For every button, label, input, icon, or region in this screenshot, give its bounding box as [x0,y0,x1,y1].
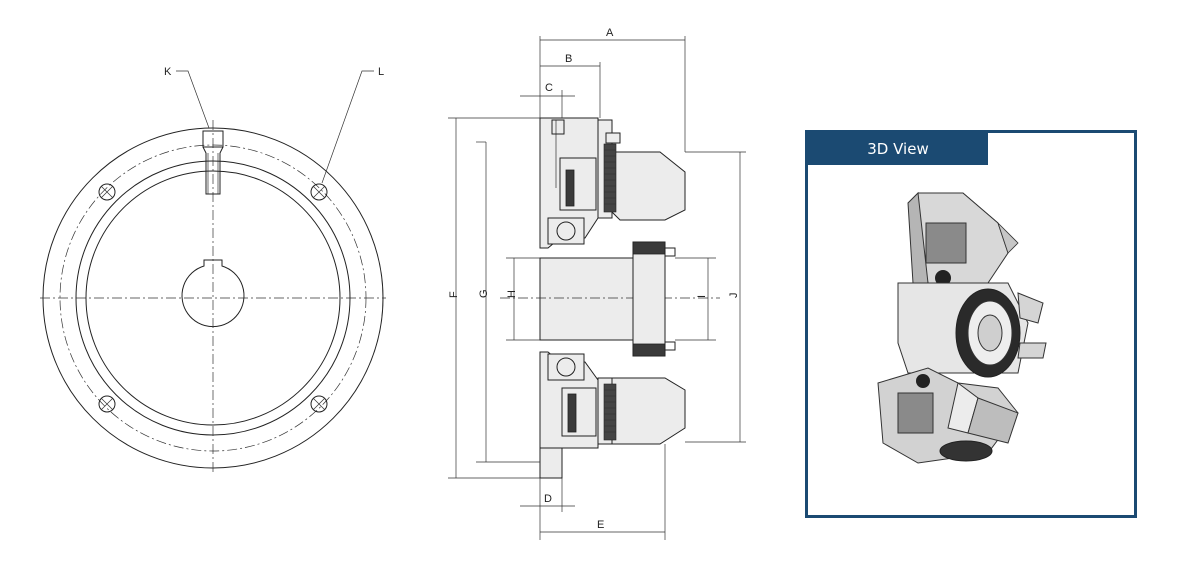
front-view: K L [40,66,386,474]
3d-view-title: 3D View [808,133,988,165]
dim-b: B [565,53,572,65]
dim-i: I [696,295,708,298]
dim-h: H [506,290,518,298]
bolt-hole [310,183,328,201]
bolt-hole [310,395,328,413]
3d-render-image [877,191,1047,464]
dim-c: C [545,82,553,94]
bolt-hole [98,395,116,413]
3d-view-panel: 3D View [805,130,1137,518]
dim-e: E [597,519,604,531]
dim-g: G [478,289,490,298]
callout-k: K [164,66,172,78]
dim-d: D [544,493,552,505]
section-view: A B C D E F G H I J [448,27,746,540]
dim-f: F [448,291,460,298]
dim-a: A [606,27,614,39]
callout-l: L [378,66,384,78]
bolt-hole [98,183,116,201]
dim-j: J [728,293,740,299]
